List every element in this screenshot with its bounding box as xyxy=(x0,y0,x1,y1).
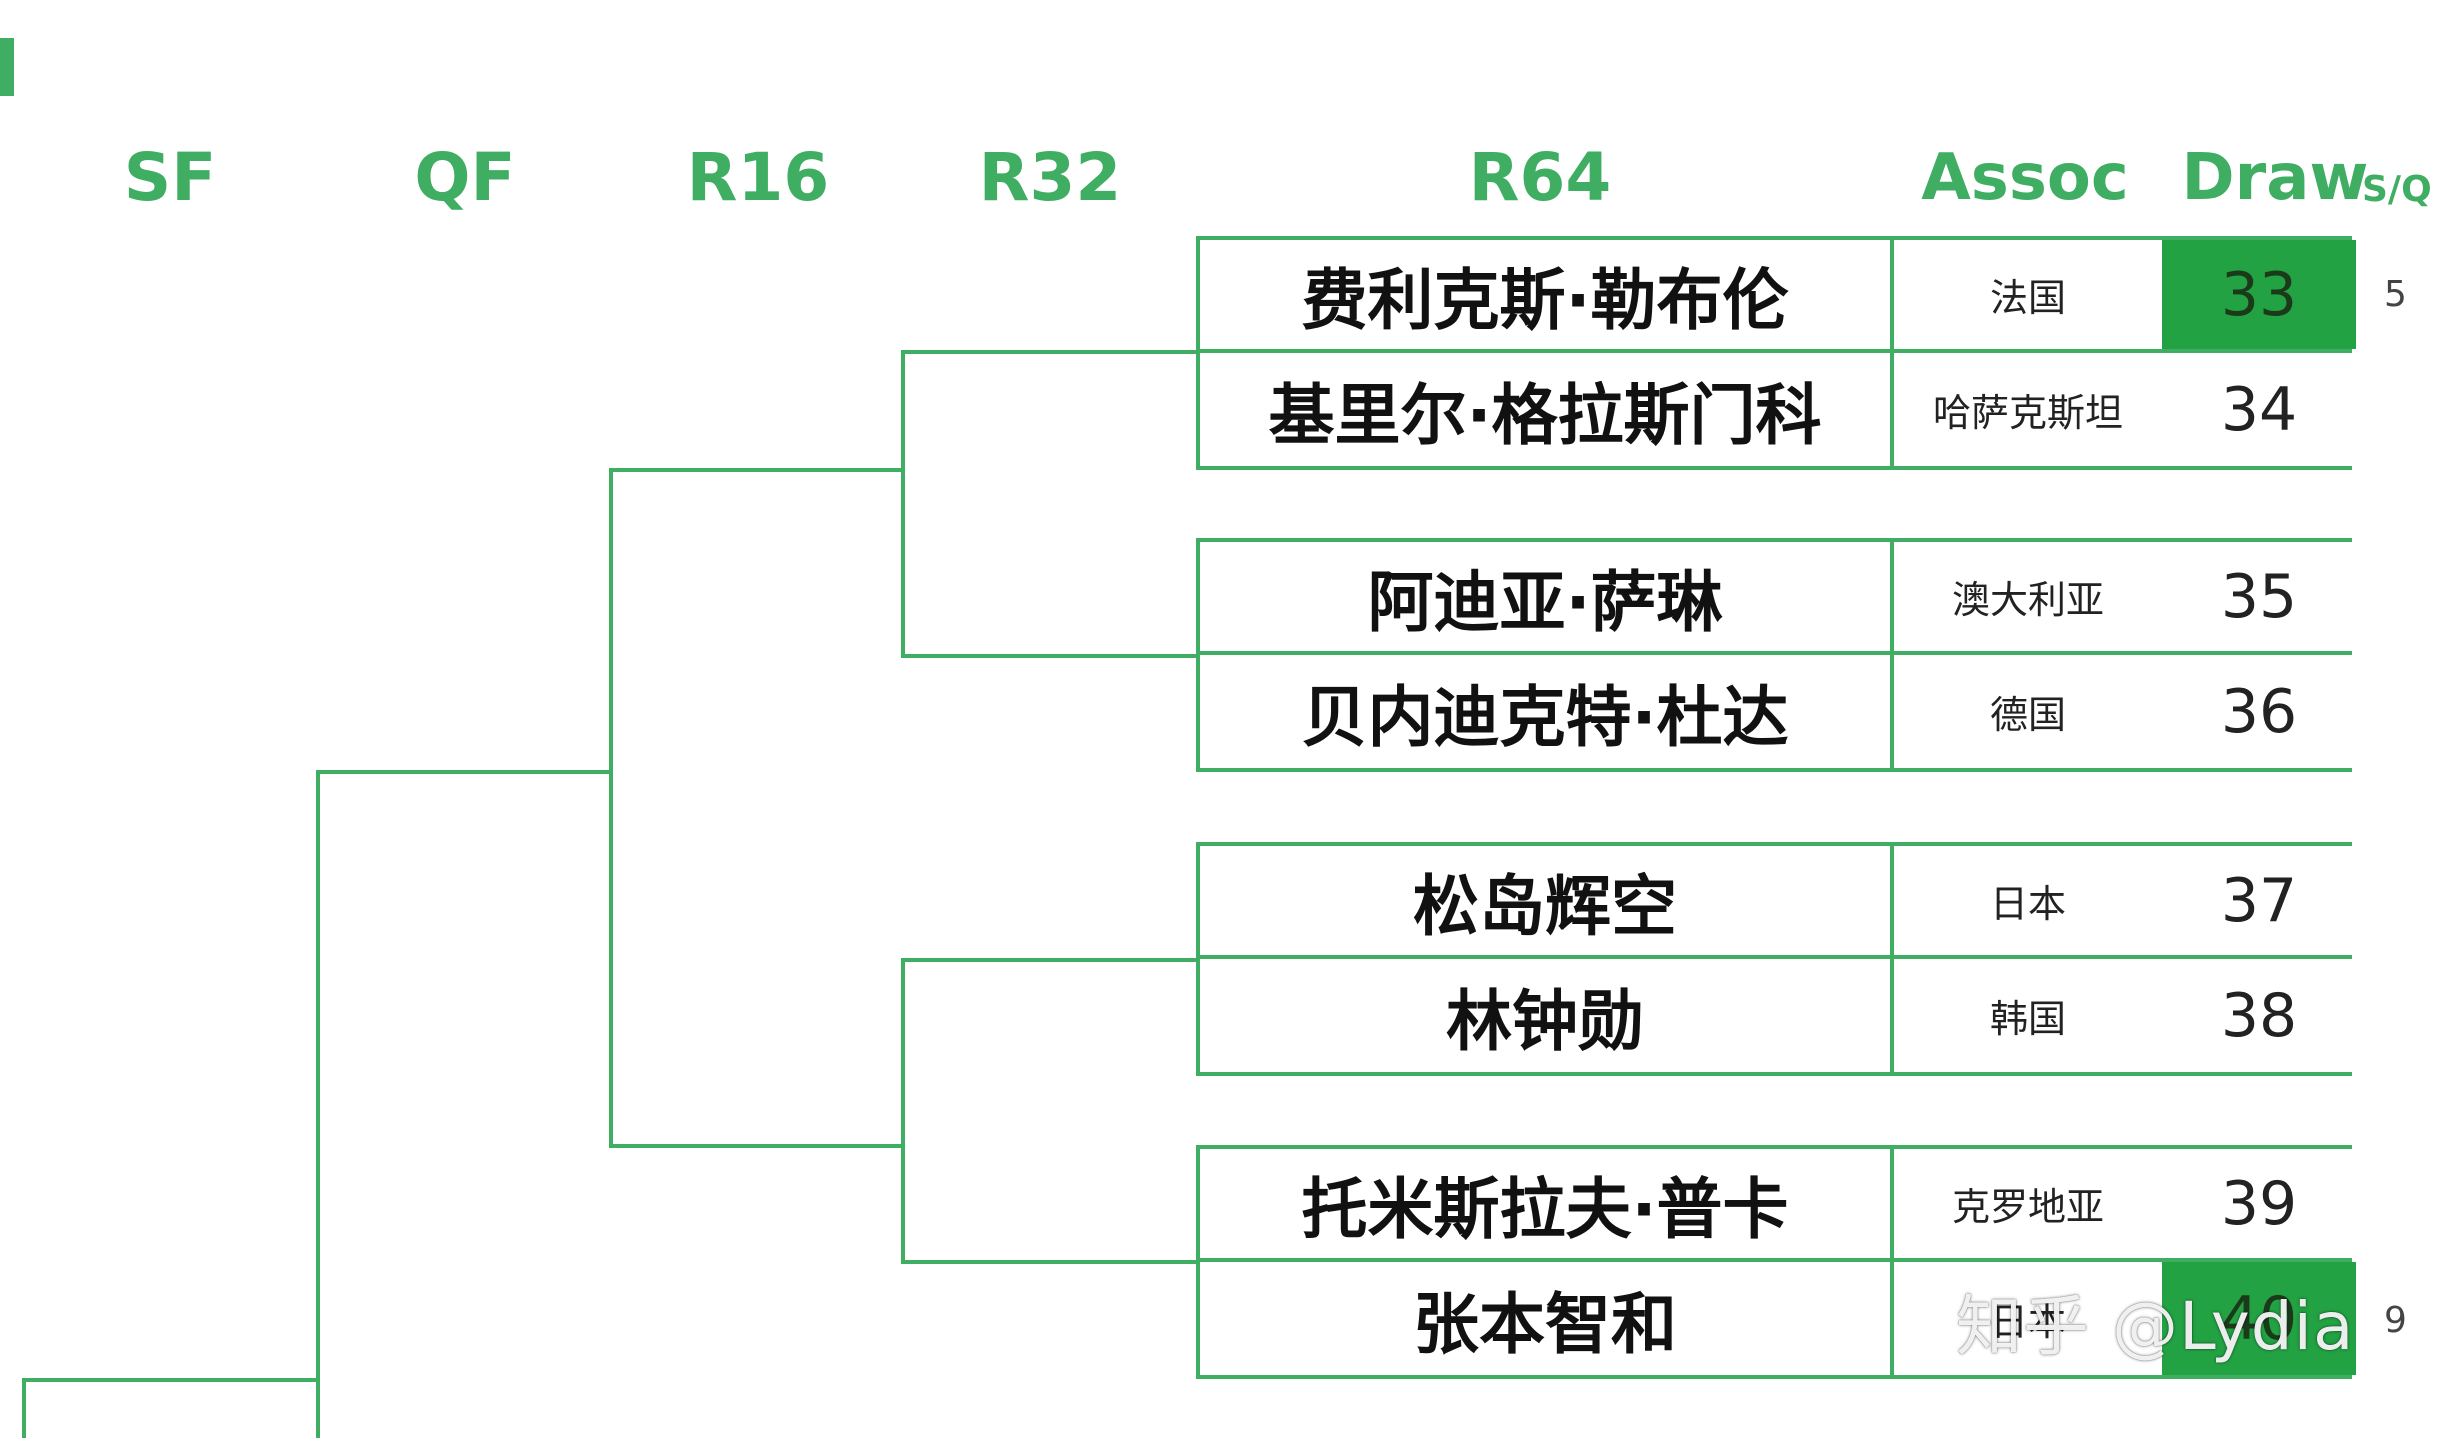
draw-number: 35 xyxy=(2220,561,2298,632)
entry-row: 托米斯拉夫·普卡 克罗地亚 39 xyxy=(1196,1145,2352,1262)
header-assoc: Assoc xyxy=(1921,141,2129,215)
entry-row: 林钟勋 韩国 38 xyxy=(1196,959,2352,1076)
player-name: 费利克斯·勒布伦 xyxy=(1200,240,1894,349)
entry-row: 阿迪亚·萨琳 澳大利亚 35 xyxy=(1196,538,2352,655)
player-name: 托米斯拉夫·普卡 xyxy=(1200,1149,1894,1258)
bracket-sf xyxy=(22,1378,320,1438)
player-assoc: 日本 xyxy=(1989,1300,2066,1344)
player-name: 基里尔·格拉斯门科 xyxy=(1200,353,1894,466)
entry-row: 松岛辉空 日本 37 xyxy=(1196,842,2352,959)
player-assoc: 哈萨克斯坦 xyxy=(1932,391,2123,435)
player-assoc: 韩国 xyxy=(1989,997,2066,1041)
draw-number: 39 xyxy=(2220,1168,2298,1239)
player-name: 阿迪亚·萨琳 xyxy=(1200,542,1894,651)
header-qf: QF xyxy=(414,139,516,216)
bracket-r16 xyxy=(609,468,905,1148)
draw-number: 37 xyxy=(2220,865,2298,936)
header-r64: R64 xyxy=(1468,139,1612,216)
player-assoc: 法国 xyxy=(1989,276,2066,320)
draw-number: 38 xyxy=(2220,980,2298,1051)
seed-number: 5 xyxy=(2384,274,2407,315)
draw-number: 33 xyxy=(2162,240,2356,349)
seed-number: 9 xyxy=(2384,1300,2407,1341)
player-name: 贝内迪克特·杜达 xyxy=(1200,655,1894,768)
draw-number: 36 xyxy=(2220,676,2298,747)
player-assoc: 克罗地亚 xyxy=(1951,1185,2104,1229)
player-name: 林钟勋 xyxy=(1200,959,1894,1072)
entry-row: 贝内迪克特·杜达 德国 36 xyxy=(1196,655,2352,772)
player-name: 松岛辉空 xyxy=(1200,846,1894,955)
player-assoc: 德国 xyxy=(1989,693,2066,737)
header-corner-mark xyxy=(0,38,14,96)
entry-row: 费利克斯·勒布伦 法国 33 xyxy=(1196,236,2356,353)
draw-number: 40 xyxy=(2162,1262,2356,1375)
header-draw: Draw xyxy=(2181,141,2369,215)
header-r16: R16 xyxy=(686,139,830,216)
player-name: 张本智和 xyxy=(1200,1262,1894,1375)
bracket-qf xyxy=(316,770,613,1438)
header-sf: SF xyxy=(123,139,217,216)
bracket-r32-bottom xyxy=(901,958,1198,1264)
bracket-r32-top xyxy=(901,350,1198,658)
draw-number: 34 xyxy=(2220,374,2298,445)
entry-row: 张本智和 日本 40 xyxy=(1196,1262,2356,1379)
player-assoc: 日本 xyxy=(1989,882,2066,926)
watermark: 知乎 @Lydia xyxy=(1956,1288,2355,1365)
header-r32: R32 xyxy=(978,139,1122,216)
entry-row: 基里尔·格拉斯门科 哈萨克斯坦 34 xyxy=(1196,353,2352,470)
player-assoc: 澳大利亚 xyxy=(1951,578,2104,622)
header-sq: S/Q xyxy=(2362,169,2432,210)
